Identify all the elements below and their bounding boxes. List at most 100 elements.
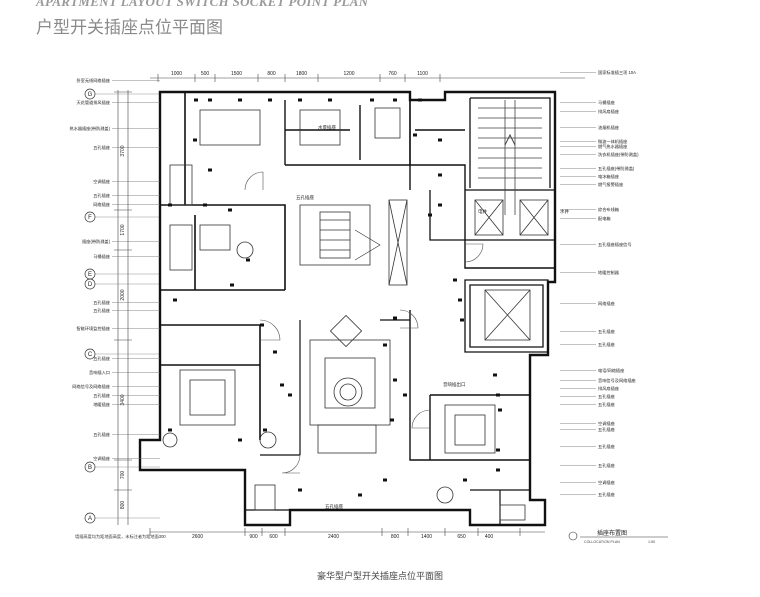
socket-symbol	[393, 98, 397, 102]
right-annotation: 五孔插座	[598, 462, 615, 469]
socket-symbol	[168, 428, 172, 432]
top-dimension: 500	[201, 71, 210, 77]
socket-symbol	[438, 173, 442, 177]
socket-symbol	[203, 203, 207, 207]
plan-title-cn: 插座布置图	[597, 529, 627, 537]
bottom-dimension: 900	[249, 534, 258, 540]
socket-symbol	[438, 138, 442, 142]
title-chinese: 户型开关插座点位平面图	[36, 18, 223, 37]
left-dimension: 3700	[120, 145, 126, 156]
right-annotation: 五孔插座(带防溅盖)	[598, 165, 635, 172]
grid-axis-label: F	[88, 215, 92, 221]
bottom-dimension: 650	[457, 534, 466, 540]
left-dimension: 2000	[120, 289, 126, 300]
right-annotation: 微波一体机插座	[598, 138, 627, 145]
left-annotation: 空调插座	[93, 178, 110, 185]
left-annotation: 空调插座	[93, 455, 110, 462]
socket-symbol	[208, 98, 212, 102]
left-annotation: 智能环境监控插座	[76, 325, 110, 332]
socket-symbol	[453, 278, 457, 282]
socket-symbol	[393, 378, 397, 382]
label-audio: 音响插出口	[443, 381, 466, 388]
stairs-top-right	[478, 100, 542, 215]
grid-axis-label: B	[88, 465, 92, 471]
socket-symbol	[298, 98, 302, 102]
right-annotation: 综合布线箱	[598, 206, 619, 213]
label-well-left: 电井	[478, 208, 487, 215]
right-annotation: 燃气报警插座	[598, 181, 623, 188]
socket-symbol	[173, 298, 177, 302]
left-dimension: 700	[120, 471, 126, 480]
elevator-shafts	[474, 199, 549, 341]
socket-symbol	[390, 418, 394, 422]
title-english: APARTMENT LAYOUT SWITCH SOCKET POINT PLA…	[36, 0, 369, 9]
furniture	[162, 107, 526, 521]
top-dimension: 1100	[417, 71, 428, 77]
top-dimension: 1200	[343, 71, 354, 77]
socket-symbol	[194, 98, 198, 102]
label-well-right: 水井	[560, 208, 569, 215]
right-annotation: 五孔插座插座信号	[598, 241, 632, 248]
plan-title-en: COLLOCATION PLAN	[584, 540, 620, 544]
socket-symbol	[268, 98, 272, 102]
right-annotation: 五孔插座	[598, 328, 615, 335]
left-annotation: 网络插座	[93, 201, 110, 208]
socket-symbol	[230, 283, 234, 287]
bottom-dimension: 1400	[421, 534, 432, 540]
right-annotation: 马桶插座	[598, 99, 615, 106]
plan-scale: 1:50	[648, 540, 655, 544]
grid-axis-label: D	[88, 282, 93, 288]
socket-markers	[168, 98, 502, 497]
socket-symbol	[493, 373, 497, 377]
socket-symbol	[438, 203, 442, 207]
grid-axis-label: E	[88, 272, 92, 278]
top-dimension: 1800	[296, 71, 307, 77]
right-annotation: 五孔插座	[598, 443, 615, 450]
right-annotation: 油烟机插座	[598, 124, 619, 131]
left-annotation: 卧室无线网络插座	[76, 77, 110, 84]
door-swings	[244, 171, 484, 474]
right-annotation: 排风扇插座	[598, 385, 619, 392]
socket-symbol	[458, 298, 462, 302]
socket-symbol	[238, 438, 242, 442]
bottom-dimension: 800	[391, 534, 400, 540]
left-annotation: 五孔插座	[93, 299, 110, 306]
right-annotation: 燃气热水器插座	[598, 143, 627, 150]
socket-symbol	[413, 133, 417, 137]
general-note: 墙插高度均为距地面高度，未标注者为距地面300	[75, 533, 166, 540]
socket-symbol	[273, 350, 277, 354]
right-annotation: 地暖控制器	[598, 269, 620, 276]
bottom-dimension: 600	[269, 534, 278, 540]
socket-symbol	[428, 213, 432, 217]
top-dimension: 760	[388, 71, 397, 77]
socket-symbol	[228, 208, 232, 212]
left-annotation: 网络信号及网络插座	[72, 383, 110, 390]
right-annotation: 网络插座	[598, 300, 615, 307]
left-dimension: 1700	[120, 224, 126, 235]
grid-axis-label: C	[88, 352, 93, 358]
bottom-dimension: 2400	[328, 534, 339, 540]
right-annotation: 五孔插座	[598, 341, 615, 348]
right-annotation: 五孔插座	[598, 393, 615, 400]
socket-symbol	[496, 448, 500, 452]
socket-symbol	[498, 408, 502, 412]
right-annotation: 洗衣机插座(带防溅盖)	[598, 151, 639, 158]
left-dimension: 800	[120, 501, 126, 510]
left-annotation: 音响插入口	[89, 369, 110, 376]
socket-symbol	[328, 98, 332, 102]
label-5hole-top: 五孔插座	[296, 194, 314, 201]
label-5hole-bottom: 五孔插座	[325, 503, 343, 510]
left-annotation: 马桶插座	[93, 253, 110, 260]
walls	[138, 90, 557, 527]
top-dimension: 1500	[231, 71, 242, 77]
socket-symbol	[298, 488, 302, 492]
right-annotation: 五孔插座	[598, 401, 615, 408]
right-annotation: 电冰箱插座	[598, 173, 619, 180]
right-annotation: 国家标准插三项 10A	[598, 69, 636, 76]
socket-symbol	[496, 468, 500, 472]
right-annotation: 空调插座	[598, 420, 615, 427]
left-annotation: 天花管道排风插座	[76, 99, 110, 106]
